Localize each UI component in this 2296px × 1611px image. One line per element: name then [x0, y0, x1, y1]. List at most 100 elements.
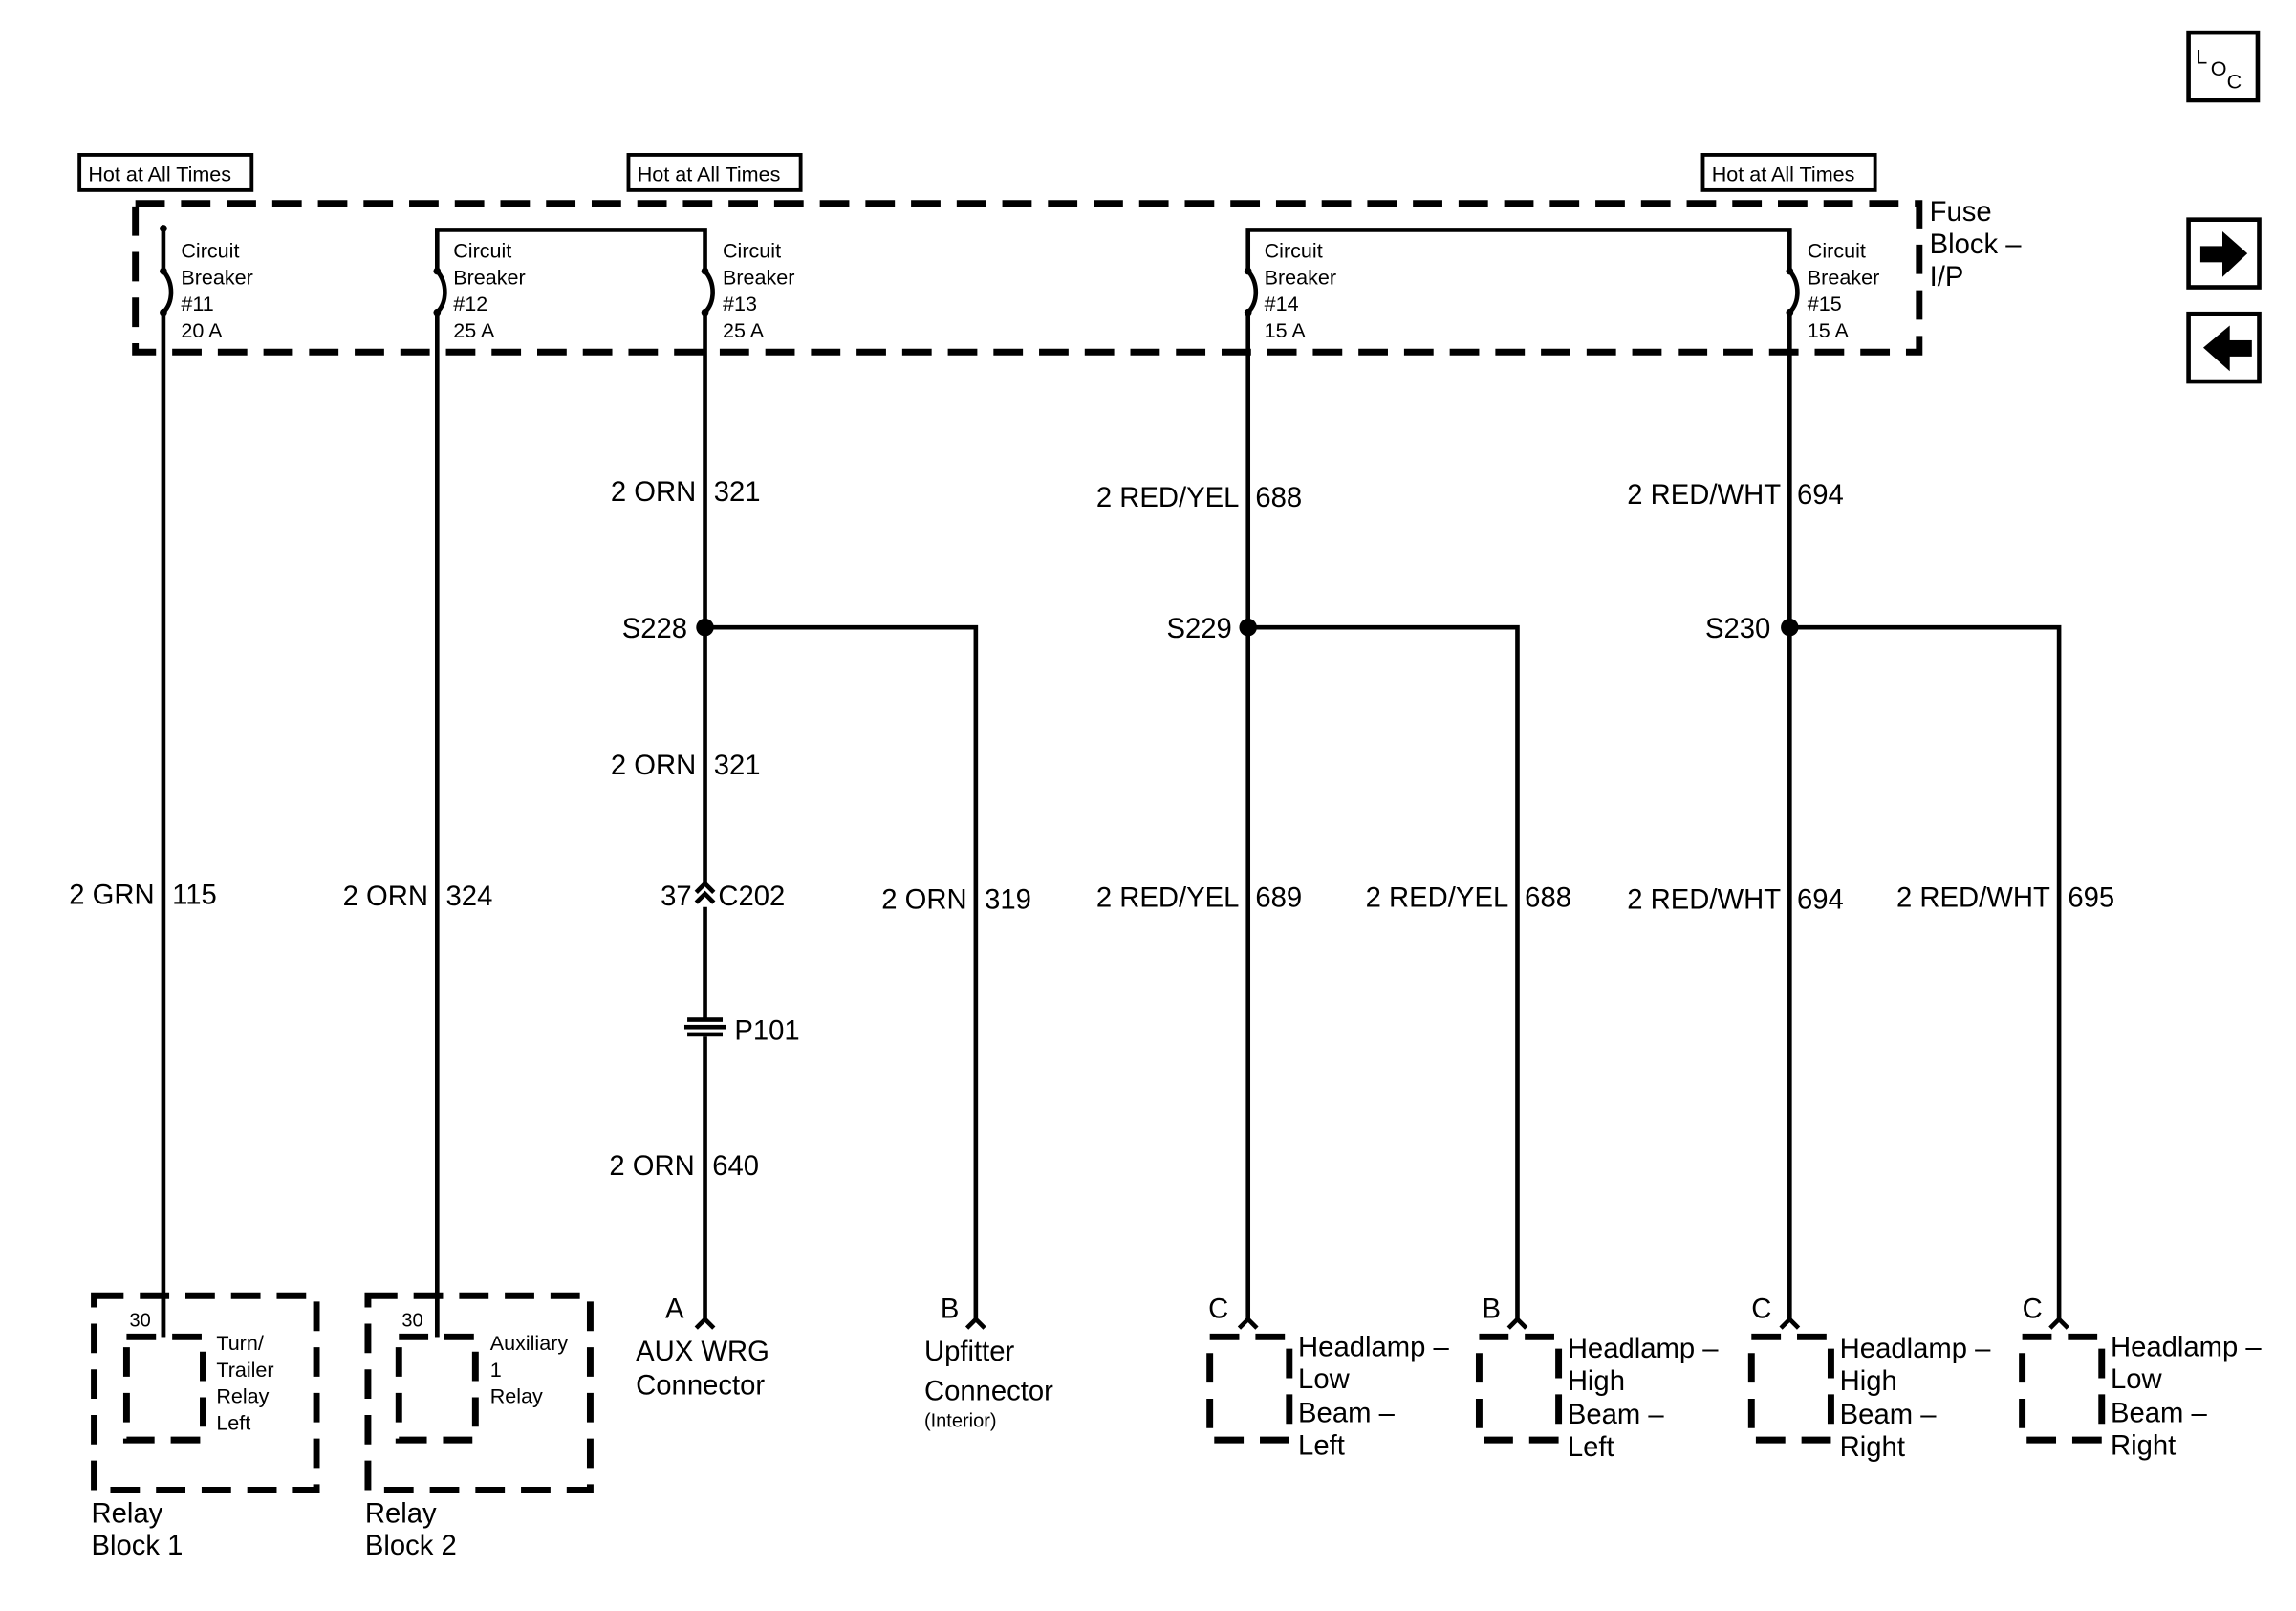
loc-button[interactable]: L O C	[2186, 30, 2261, 103]
svg-text:B: B	[941, 1294, 960, 1324]
svg-text:Beam –: Beam –	[1568, 1400, 1665, 1430]
svg-text:Block –: Block –	[1930, 229, 2023, 260]
wire-label-321-upper: 2 ORN 321	[611, 477, 761, 508]
svg-text:25 A: 25 A	[723, 318, 765, 342]
svg-text:Beam –: Beam –	[1840, 1400, 1938, 1430]
hot-at-all-times-label-3: Hot at All Times	[1700, 153, 1877, 192]
svg-text:Relay: Relay	[490, 1384, 543, 1408]
svg-text:Breaker: Breaker	[1808, 265, 1879, 289]
svg-text:324: 324	[446, 882, 493, 912]
svg-text:#13: #13	[723, 292, 757, 316]
wire-label-688-upper: 2 RED/YEL 688	[1096, 483, 1302, 513]
splice-s228	[696, 618, 714, 637]
svg-text:Left: Left	[1568, 1432, 1614, 1463]
svg-text:#15: #15	[1808, 292, 1842, 316]
wire-label-324: 2 ORN 324	[343, 882, 493, 912]
svg-text:Turn/: Turn/	[216, 1331, 264, 1355]
svg-text:Left: Left	[1298, 1431, 1345, 1462]
svg-text:2 RED/WHT: 2 RED/WHT	[1627, 480, 1781, 511]
svg-text:#12: #12	[453, 292, 487, 316]
svg-text:2 RED/YEL: 2 RED/YEL	[1096, 883, 1240, 914]
svg-text:689: 689	[1255, 883, 1302, 914]
splice-s230	[1781, 618, 1799, 637]
svg-text:#11: #11	[181, 292, 213, 316]
headlamp-high-beam-right: C Headlamp – High Beam – Right	[1747, 1294, 1991, 1463]
svg-text:(Interior): (Interior)	[924, 1410, 997, 1431]
svg-text:Circuit: Circuit	[181, 239, 239, 263]
bus-bar-14-15	[1245, 228, 1792, 271]
circuit-breaker-13: Circuit Breaker #13 25 A	[701, 239, 794, 342]
wire-label-640: 2 ORN 640	[609, 1151, 759, 1182]
svg-text:Breaker: Breaker	[723, 265, 794, 289]
svg-text:321: 321	[714, 751, 761, 781]
wire-label-688-lower: 2 RED/YEL 688	[1366, 883, 1571, 914]
svg-text:640: 640	[712, 1151, 759, 1182]
svg-text:25 A: 25 A	[453, 318, 495, 342]
previous-page-button[interactable]	[2186, 311, 2262, 384]
svg-text:Headlamp –: Headlamp –	[1568, 1334, 1719, 1364]
svg-text:Trailer: Trailer	[216, 1358, 273, 1382]
upfitter-connector: B Upfitter Connector (Interior)	[924, 1294, 1053, 1431]
svg-text:2 ORN: 2 ORN	[611, 751, 696, 781]
svg-text:30: 30	[401, 1311, 422, 1332]
splice-label-s228: S228	[622, 614, 687, 644]
wire-label-695: 2 RED/WHT 695	[1896, 883, 2114, 914]
wire-label-689: 2 RED/YEL 689	[1096, 883, 1302, 914]
svg-text:20 A: 20 A	[181, 318, 223, 342]
loc-o: O	[2211, 56, 2227, 80]
svg-text:Circuit: Circuit	[723, 239, 781, 263]
svg-text:Right: Right	[1840, 1432, 1905, 1463]
svg-text:C: C	[1208, 1294, 1228, 1324]
svg-text:B: B	[1483, 1294, 1502, 1324]
svg-text:Circuit: Circuit	[1265, 239, 1323, 263]
svg-text:694: 694	[1797, 480, 1844, 511]
svg-text:Fuse: Fuse	[1930, 197, 1992, 228]
svg-text:Left: Left	[216, 1410, 250, 1434]
svg-text:Breaker: Breaker	[453, 265, 525, 289]
svg-text:C: C	[1751, 1294, 1771, 1324]
svg-text:High: High	[1568, 1366, 1625, 1397]
svg-text:A: A	[665, 1294, 684, 1324]
relay-block-1: 30 Turn/ Trailer Relay Left Relay Block …	[91, 1292, 320, 1561]
svg-text:Hot at All Times: Hot at All Times	[638, 163, 781, 186]
circuit-breaker-15: Circuit Breaker #15 15 A	[1786, 239, 1879, 342]
svg-text:Relay: Relay	[365, 1498, 437, 1529]
svg-text:2 RED/YEL: 2 RED/YEL	[1096, 483, 1240, 513]
wire-319	[704, 624, 979, 1319]
wire-label-321-mid: 2 ORN 321	[611, 751, 761, 781]
svg-text:694: 694	[1797, 884, 1844, 915]
svg-text:Circuit: Circuit	[1808, 239, 1866, 263]
svg-text:321: 321	[714, 477, 761, 508]
svg-text:Headlamp –: Headlamp –	[2111, 1332, 2262, 1362]
svg-text:High: High	[1840, 1366, 1897, 1397]
svg-text:2 ORN: 2 ORN	[611, 477, 696, 508]
svg-text:2 ORN: 2 ORN	[343, 882, 428, 912]
passthrough-p101: P101	[683, 1015, 800, 1046]
arrow-right-icon	[2199, 231, 2248, 277]
wire-695	[1789, 624, 2062, 1319]
wire-label-319: 2 ORN 319	[881, 884, 1031, 915]
hot-at-all-times-label-2: Hot at All Times	[626, 153, 803, 192]
splice-s229	[1239, 618, 1257, 637]
next-page-button[interactable]	[2186, 217, 2262, 290]
svg-text:2 ORN: 2 ORN	[881, 884, 966, 915]
svg-text:C202: C202	[718, 882, 785, 912]
svg-text:#14: #14	[1265, 292, 1299, 316]
svg-text:Beam –: Beam –	[1298, 1399, 1396, 1429]
svg-text:Connector: Connector	[924, 1377, 1053, 1407]
circuit-breaker-11: Circuit Breaker #11 20 A	[160, 239, 253, 342]
relay-block-2: 30 Auxiliary 1 Relay Relay Block 2	[364, 1292, 594, 1561]
svg-text:Headlamp –: Headlamp –	[1298, 1332, 1449, 1362]
splice-label-s229: S229	[1166, 614, 1231, 644]
bus-bar-12-13	[434, 228, 707, 271]
svg-text:Beam –: Beam –	[2111, 1399, 2208, 1429]
svg-text:2 RED/WHT: 2 RED/WHT	[1896, 883, 2050, 914]
wire-688-branch	[1247, 624, 1520, 1319]
svg-text:15 A: 15 A	[1265, 318, 1307, 342]
svg-text:AUX WRG: AUX WRG	[636, 1337, 769, 1367]
svg-text:695: 695	[2068, 883, 2114, 914]
svg-text:688: 688	[1255, 483, 1302, 513]
svg-text:319: 319	[985, 884, 1031, 915]
svg-text:C: C	[2023, 1294, 2043, 1324]
